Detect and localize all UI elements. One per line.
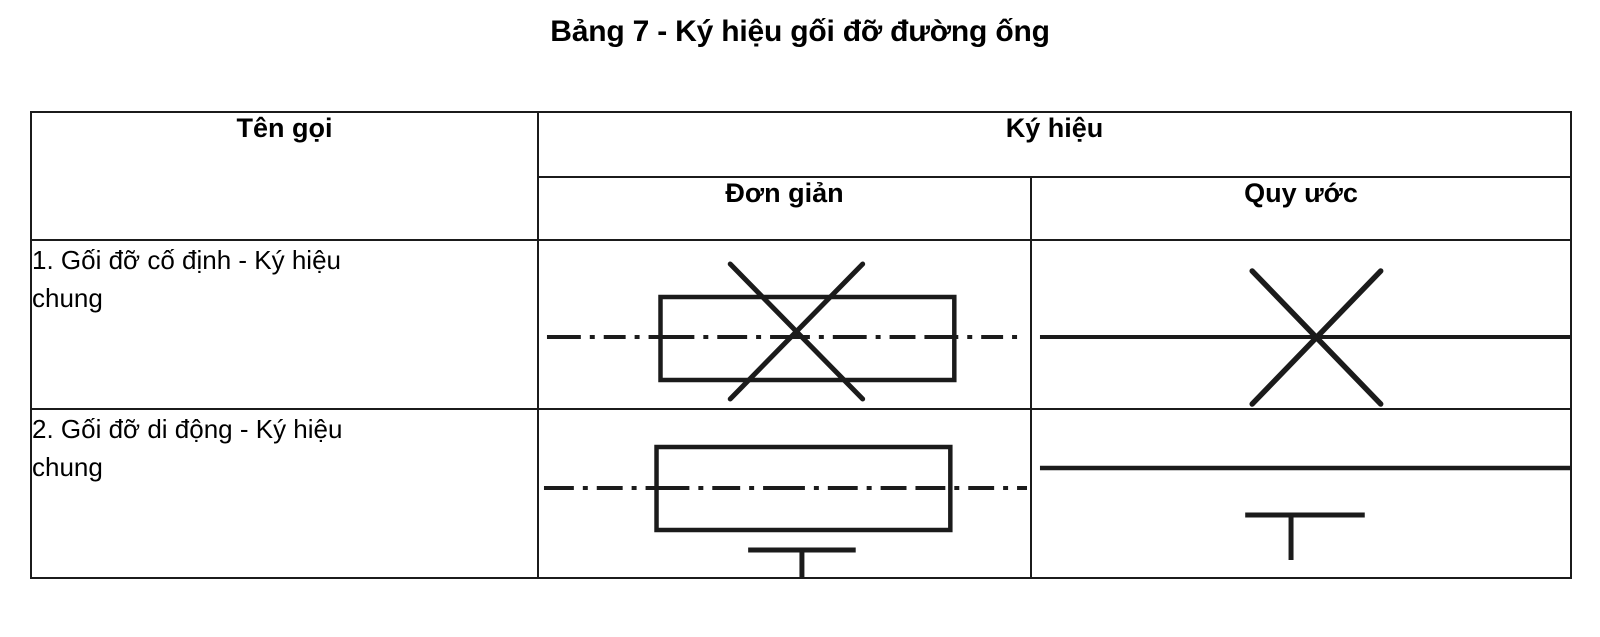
header-cell-simple: Đơn giản bbox=[537, 176, 1032, 241]
row-label-fixed-support: 1. Gối đỡ cố định - Ký hiệu chung bbox=[30, 239, 539, 410]
row-label-sliding-support: 2. Gối đỡ di động - Ký hiệu chung bbox=[30, 408, 539, 579]
sliding-support-conventional-symbol bbox=[1039, 465, 1569, 560]
table-row: 1. Gối đỡ cố định - Ký hiệu chung bbox=[30, 239, 1572, 410]
sliding-support-conventional-symbol-cell bbox=[1030, 408, 1572, 579]
fixed-support-simple-symbol bbox=[546, 261, 1023, 402]
sliding-support-simple-symbol-cell bbox=[537, 408, 1032, 579]
header-cell-symbol-group: Ký hiệu bbox=[537, 111, 1572, 178]
header-cell-name: Tên gọi bbox=[30, 111, 539, 241]
fixed-support-simple-symbol-cell bbox=[537, 239, 1032, 410]
page-title: Bảng 7 - Ký hiệu gối đỡ đường ống bbox=[550, 15, 1050, 48]
fixed-support-conventional-symbol-cell bbox=[1030, 239, 1572, 410]
table-header-row-group: Tên gọi Ký hiệu bbox=[30, 111, 1572, 241]
pipe-support-symbol-table: Tên gọi Ký hiệu Đơn giản Quy ước 1. Gối … bbox=[30, 111, 1572, 579]
fixed-support-conventional-symbol bbox=[1039, 268, 1569, 407]
row-label-line-1: 2. Gối đỡ di động - Ký hiệu bbox=[32, 414, 343, 444]
sliding-support-simple-symbol bbox=[543, 444, 1028, 576]
row-label-line-1: 1. Gối đỡ cố định - Ký hiệu bbox=[32, 245, 341, 275]
header-cell-conventional: Quy ước bbox=[1030, 176, 1572, 241]
row-label-line-2: chung bbox=[32, 452, 103, 482]
row-label-line-2: chung bbox=[32, 283, 103, 313]
table-row: 2. Gối đỡ di động - Ký hiệu chung bbox=[30, 408, 1572, 579]
table-header-row-sub: Đơn giản Quy ước bbox=[31, 176, 1572, 241]
